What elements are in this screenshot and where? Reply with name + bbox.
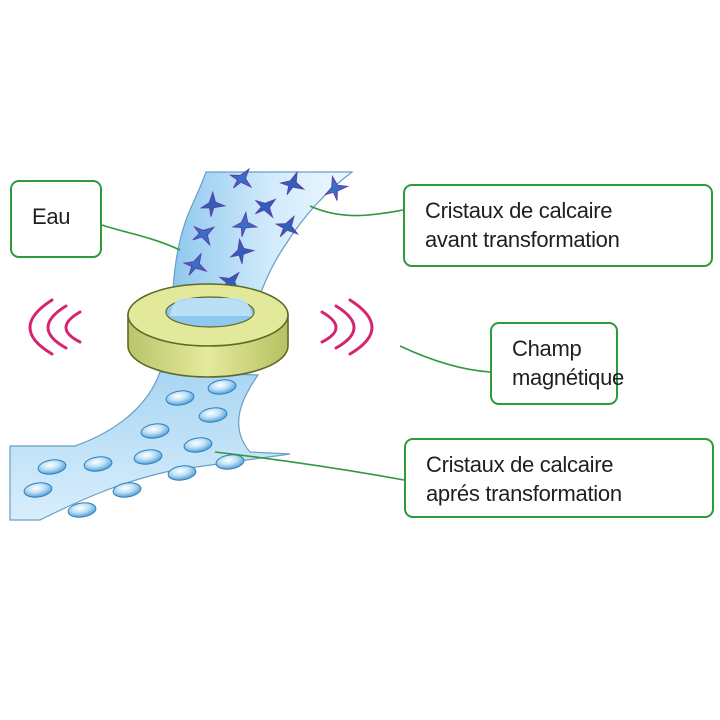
crystal-before-10 — [182, 252, 208, 276]
crystal-before-5 — [254, 198, 277, 219]
crystal-before-9 — [229, 237, 256, 264]
leader-avant — [309, 205, 404, 217]
callout-leaders — [101, 205, 491, 481]
crystal-after-3 — [198, 407, 228, 423]
leader-eau — [101, 224, 181, 251]
leader-apres — [214, 451, 405, 481]
crystal-after-4 — [140, 423, 170, 439]
crystal-before-2 — [228, 167, 253, 189]
label-crystals-after-line1: Cristaux de calcaire — [426, 452, 614, 477]
crystal-before-6 — [231, 210, 259, 237]
crystal-before-4 — [323, 174, 350, 201]
crystal-before-8 — [192, 225, 216, 247]
label-magnetic-field-line2: magnétique — [512, 365, 624, 390]
label-crystals-before-line1: Cristaux de calcaire — [425, 198, 613, 223]
water-stream-lower — [9, 371, 291, 521]
crystal-after-7 — [215, 454, 245, 470]
crystals-after-group — [23, 379, 245, 518]
label-magnetic-field: Champ magnétique — [490, 322, 624, 405]
crystal-before-3 — [279, 170, 306, 195]
crystal-after-1 — [207, 379, 237, 395]
label-crystals-after: Cristaux de calcaire aprés transformatio… — [404, 438, 714, 518]
crystal-after-8 — [83, 456, 113, 472]
crystal-after-10 — [167, 465, 197, 481]
leader-champ — [399, 345, 491, 373]
crystal-after-13 — [67, 502, 97, 518]
crystal-after-11 — [112, 482, 142, 498]
crystal-after-5 — [183, 437, 213, 453]
magnetic-waves-right — [320, 298, 374, 356]
label-eau-text: Eau — [32, 204, 71, 229]
label-eau: Eau — [10, 180, 102, 258]
crystal-after-12 — [23, 482, 53, 498]
magnetic-waves-left — [28, 298, 82, 356]
label-crystals-before: Cristaux de calcaire avant transformatio… — [403, 184, 713, 267]
crystal-before-7 — [274, 214, 300, 237]
label-crystals-before-line2: avant transformation — [425, 227, 620, 252]
label-magnetic-field-line1: Champ — [512, 336, 582, 361]
label-crystals-after-line2: aprés transformation — [426, 481, 622, 506]
crystal-after-6 — [133, 449, 163, 465]
crystal-before-1 — [199, 190, 227, 217]
water-through-ring — [170, 298, 252, 316]
crystal-after-9 — [37, 459, 67, 475]
crystal-after-2 — [165, 390, 195, 406]
magnetic-ring — [127, 283, 289, 378]
